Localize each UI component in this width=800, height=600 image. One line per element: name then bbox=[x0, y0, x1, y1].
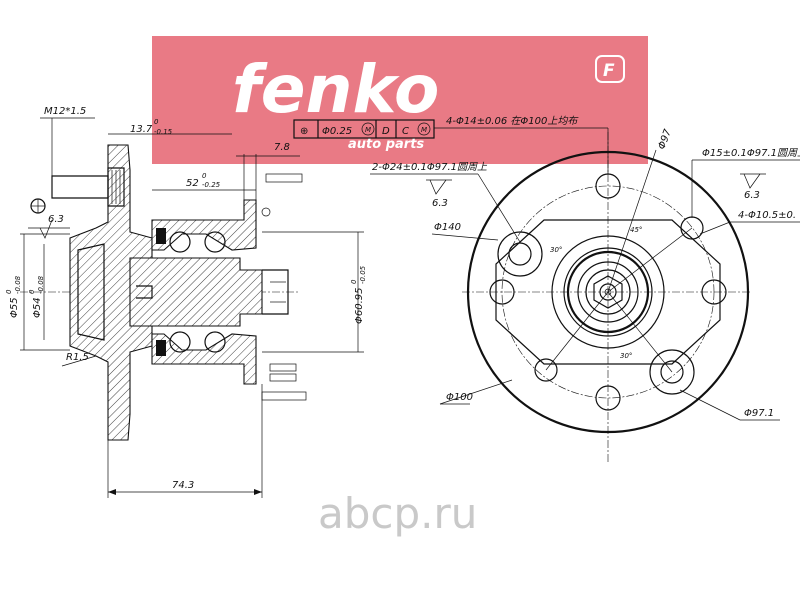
note-holes-10-5: 4-Φ10.5±0. bbox=[738, 210, 796, 221]
datum-d: D bbox=[382, 126, 390, 137]
dia-60-95-tol-top: 0 bbox=[350, 279, 358, 284]
angle-30-left: 30° bbox=[550, 246, 562, 254]
dia-55-tol-top: 0 bbox=[5, 289, 13, 294]
angle-30-bottom: 30° bbox=[620, 352, 632, 360]
dia-97-1: Φ97.1 bbox=[744, 408, 774, 419]
logo-badge-letter: F bbox=[603, 61, 615, 81]
note-holes-15: Φ15±0.1Φ97.1圆周上 bbox=[702, 147, 800, 159]
note-holes-24: 2-Φ24±0.1Φ97.1圆周上 bbox=[372, 161, 488, 173]
logo-banner bbox=[152, 36, 648, 164]
roughness-side: 6.3 bbox=[48, 214, 64, 225]
watermark: abcp.ru bbox=[318, 489, 477, 538]
dia-55-tol-bot: -0.08 bbox=[14, 275, 22, 294]
logo-wordmark: fenko bbox=[232, 51, 439, 128]
side-section-view: M12*1.5 13.7 0 -0.15 7.8 52 0 -0.25 6.3 … bbox=[5, 106, 367, 498]
length-74-3: 74.3 bbox=[172, 480, 194, 491]
dia-100: Φ100 bbox=[446, 392, 473, 403]
offset-tol-top: 0 bbox=[154, 118, 159, 126]
angle-45: 45° bbox=[630, 226, 642, 234]
width-7-8: 7.8 bbox=[274, 142, 290, 153]
dia-60-95: Φ60.95 bbox=[354, 288, 365, 325]
dia-54-tol-top: 0 bbox=[28, 289, 36, 294]
note-holes-14: 4-Φ14±0.06 在Φ100上均布 bbox=[446, 115, 579, 127]
position-symbol: ⊕ bbox=[300, 126, 308, 137]
width-52-tol-top: 0 bbox=[202, 172, 207, 180]
roughness-front-left: 6.3 bbox=[432, 198, 448, 209]
roughness-front-right: 6.3 bbox=[744, 190, 760, 201]
width-52-tol-bot: -0.25 bbox=[202, 181, 221, 189]
datum-c: C bbox=[402, 126, 409, 137]
width-52: 52 bbox=[186, 178, 199, 189]
thread-spec: M12*1.5 bbox=[44, 106, 86, 117]
dia-54: Φ54 bbox=[32, 297, 43, 318]
brand-logo: fenko auto parts F bbox=[152, 36, 648, 164]
position-tolerance-frame: ⊕ Φ0.25 M D C M bbox=[293, 119, 435, 139]
dia-54-tol-bot: -0.08 bbox=[37, 275, 45, 294]
offset-dim: 13.7 bbox=[130, 124, 153, 135]
radius-r1-5: R1.5 bbox=[66, 352, 89, 363]
front-view: 45° 30° 30° ⊕ Φ0.25 M D C M 4-Φ14±0.06 在… bbox=[293, 115, 800, 462]
logo-badge bbox=[595, 55, 625, 83]
dia-140: Φ140 bbox=[434, 222, 461, 233]
logo-tagline: auto parts bbox=[348, 137, 424, 152]
mmc-mark-2: M bbox=[421, 126, 427, 134]
dia-97: Φ97 bbox=[656, 127, 674, 151]
position-value: Φ0.25 bbox=[322, 126, 352, 137]
offset-tol-bot: -0.15 bbox=[154, 128, 173, 136]
dia-60-95-tol-bot: -0.05 bbox=[359, 265, 367, 284]
dia-55: Φ55 bbox=[9, 297, 20, 318]
mmc-mark-1: M bbox=[365, 126, 371, 134]
